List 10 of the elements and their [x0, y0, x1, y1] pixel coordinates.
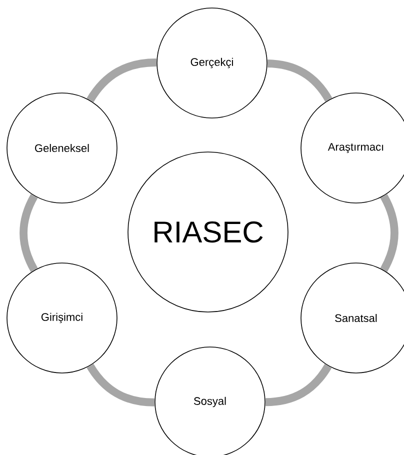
ring-arc	[86, 364, 155, 406]
circle-node: RIASEC	[128, 152, 288, 312]
circle-node: Geleneksel	[6, 92, 118, 204]
ring-arc	[380, 194, 398, 272]
circle-node: Gerçekçi	[156, 8, 268, 118]
ring-arc	[267, 60, 332, 102]
circle-node: Girişimci	[6, 262, 118, 374]
ring-arc	[86, 58, 157, 102]
ring-arc	[265, 364, 332, 406]
ring-arc	[20, 194, 38, 272]
